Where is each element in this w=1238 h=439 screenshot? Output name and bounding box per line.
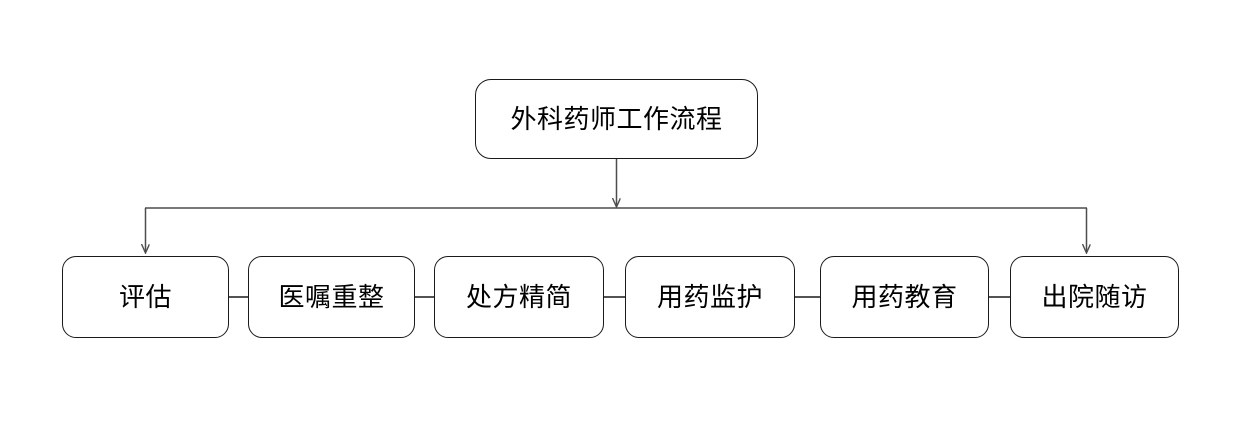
node-step-followup-label: 出院随访 bbox=[1041, 281, 1148, 312]
node-step-followup[interactable]: 出院随访 bbox=[1010, 256, 1179, 338]
node-root[interactable]: 外科药师工作流程 bbox=[475, 79, 758, 159]
node-step-monitoring-label: 用药监护 bbox=[656, 281, 763, 312]
node-step-monitoring[interactable]: 用药监护 bbox=[625, 256, 795, 338]
node-step-assessment-label: 评估 bbox=[118, 281, 172, 312]
node-step-deprescribing-label: 处方精简 bbox=[465, 281, 572, 312]
node-step-reconciliation[interactable]: 医嘱重整 bbox=[248, 256, 415, 338]
node-step-deprescribing[interactable]: 处方精简 bbox=[434, 256, 604, 338]
node-step-education[interactable]: 用药教育 bbox=[820, 256, 989, 338]
node-step-assessment[interactable]: 评估 bbox=[62, 256, 229, 338]
node-root-label: 外科药师工作流程 bbox=[510, 103, 723, 134]
node-step-reconciliation-label: 医嘱重整 bbox=[278, 281, 385, 312]
node-step-education-label: 用药教育 bbox=[851, 281, 958, 312]
